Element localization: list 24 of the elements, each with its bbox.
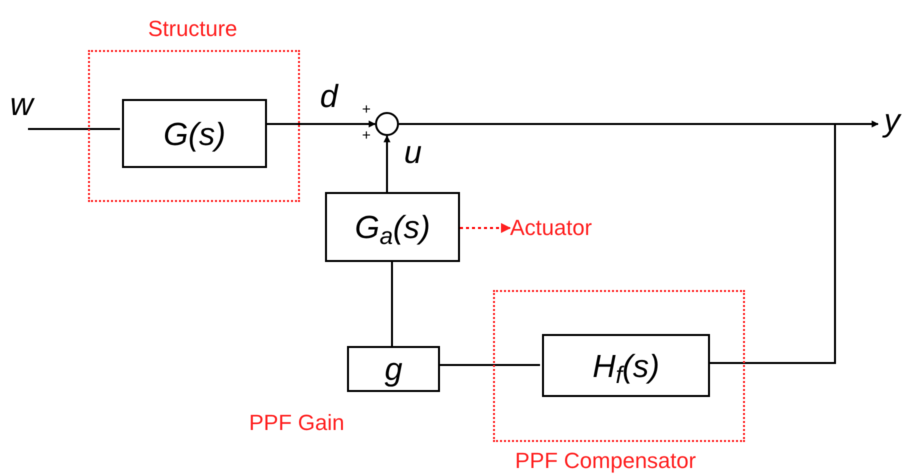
arrow — [265, 120, 376, 128]
sign-label: + — [362, 127, 371, 144]
arrow — [384, 135, 390, 192]
signal-label: d — [320, 78, 338, 114]
sign-label: + — [362, 101, 371, 118]
transfer-function: g — [384, 353, 402, 385]
transfer-function: G$_{a}$(s) — [354, 211, 430, 243]
block-box — [325, 192, 460, 262]
block-caption: PPF Gain — [249, 409, 344, 437]
block-box — [122, 99, 267, 168]
arrow — [460, 223, 511, 233]
signal-label: y — [884, 102, 900, 138]
connector-line — [28, 128, 120, 130]
transfer-function: G(s) — [163, 118, 226, 150]
signal-label: u — [404, 134, 422, 170]
group-title: Structure — [148, 15, 238, 43]
annotation-text: Actuator — [510, 214, 592, 242]
transfer-function: H$_{f}$(s) — [592, 350, 660, 382]
signal-label: w — [10, 86, 34, 122]
summing-junction — [375, 112, 399, 136]
group-title: PPF Compensator — [515, 447, 696, 474]
connector-line — [440, 364, 540, 366]
connector-line — [391, 262, 393, 346]
block-box — [542, 334, 710, 397]
